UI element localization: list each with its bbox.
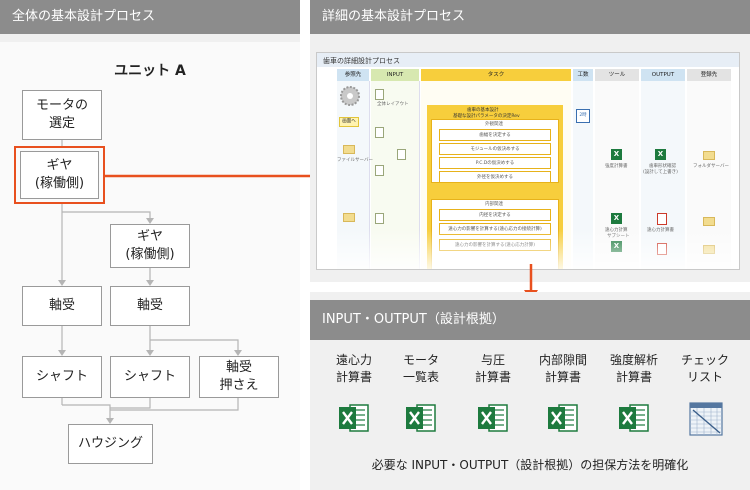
mini-badge: 画面へ [339, 117, 359, 127]
bearing-holder-box: 軸受 押さえ [199, 356, 279, 398]
mini-section1-title: 外観関連 [485, 122, 503, 127]
bearing-box-center: 軸受 [110, 286, 190, 326]
mini-task-5[interactable]: 内径を決定する [439, 209, 551, 221]
mini-excel-icon: X [611, 149, 622, 160]
mini-task-4[interactable]: 外径を仮決めする [439, 171, 551, 183]
mini-lane-manhours [573, 81, 593, 269]
detail-process-header: 詳細の基本設計プロセス [310, 0, 750, 34]
excel-icon [548, 404, 578, 432]
mini-label-folderserver: フォルダサーバー [693, 164, 729, 169]
mini-col-input: INPUT [371, 69, 419, 81]
excel-icon [339, 404, 369, 432]
mini-col-tool: ツール [595, 69, 639, 81]
mini-folder-icon-2 [343, 213, 355, 222]
excel-icon [406, 404, 436, 432]
mini-label-overwrite: (設計して上書き) [643, 170, 678, 175]
mini-title-bar [317, 53, 739, 67]
mini-doc-icon [375, 89, 384, 100]
calendar-day: 2時 [579, 113, 587, 118]
excel-icon [478, 404, 508, 432]
mini-doc-icon-4 [375, 165, 384, 176]
mini-fade [317, 229, 739, 269]
mini-label-strength: 強度計算書 [605, 164, 628, 169]
mini-task-1[interactable]: 歯幅を決定する [439, 129, 551, 141]
gear-drive-side-sub-box: ギヤ (稼働側) [110, 224, 190, 268]
gear-drive-side-box: ギヤ (稼働側) [20, 151, 99, 199]
mini-pdf-icon [657, 213, 667, 225]
detail-process-screenshot: 歯車の詳細設計プロセス 参照先 INPUT タスク 工数 ツール OUTPUT … [316, 52, 740, 270]
motor-selection-box: モータの 選定 [22, 90, 102, 140]
mini-excel-icon-2: X [655, 149, 666, 160]
detail-arrow [104, 169, 328, 183]
unit-title: ユニット A [114, 63, 186, 79]
mini-doc-icon-3 [397, 149, 406, 160]
overall-process-header: 全体の基本設計プロセス [0, 0, 300, 34]
calendar-icon: 2時 [576, 109, 590, 123]
shaft-box-center: シャフト [110, 356, 190, 398]
io-caption: 必要な INPUT・OUTPUT（設計根拠）の担保方法を明確化 [371, 458, 689, 472]
housing-box: ハウジング [68, 424, 153, 464]
io-label-strength: 強度解析 計算書 [609, 353, 658, 384]
mini-col-manhours: 工数 [573, 69, 593, 81]
mini-doc-icon-5 [375, 213, 384, 224]
mini-task-3[interactable]: P.C.Dの仮決めする [439, 157, 551, 169]
io-header: INPUT・OUTPUT（設計根拠） [310, 300, 750, 340]
gear-icon [340, 86, 360, 106]
mini-task-group-title: 歯車の基本設計 [467, 108, 499, 113]
shaft-box-left: シャフト [22, 356, 102, 398]
io-label-centrifugal: 遠心力 計算書 [335, 353, 372, 384]
mini-folder-icon [343, 145, 355, 154]
mini-task-group-subtitle: 基礎な設計パラメータの決定Rev [453, 114, 520, 119]
mini-section2-title: 内部関連 [485, 202, 503, 207]
flow-connectors [58, 140, 242, 424]
mini-label-fileserver: ファイルサーバー [337, 158, 373, 163]
bearing-box-left: 軸受 [22, 286, 102, 326]
mini-folder-icon-4 [703, 217, 715, 226]
mini-task-2[interactable]: モジュールの仮決めする [439, 143, 551, 155]
mini-col-task: タスク [421, 69, 571, 81]
mini-col-output: OUTPUT [641, 69, 685, 81]
mini-folder-icon-3 [703, 151, 715, 160]
mini-excel-icon-3: X [611, 213, 622, 224]
mini-doc-icon-2 [375, 127, 384, 138]
mini-col-reference: 参照先 [337, 69, 369, 81]
checklist-icon [689, 402, 723, 436]
mini-label-layout: 全体レイアウト [377, 102, 409, 107]
io-label-motor-list: モータ 一覧表 [402, 353, 439, 384]
excel-icon [619, 404, 649, 432]
mini-col-registry: 登録先 [687, 69, 731, 81]
mini-title: 歯車の詳細設計プロセス [323, 57, 400, 65]
io-label-checklist: チェック リスト [680, 353, 729, 384]
io-label-preload: 与圧 計算書 [474, 353, 511, 384]
io-label-clearance: 内部隙間 計算書 [538, 353, 587, 384]
mini-label-gear-shape: 歯車形状確認 [649, 164, 676, 169]
